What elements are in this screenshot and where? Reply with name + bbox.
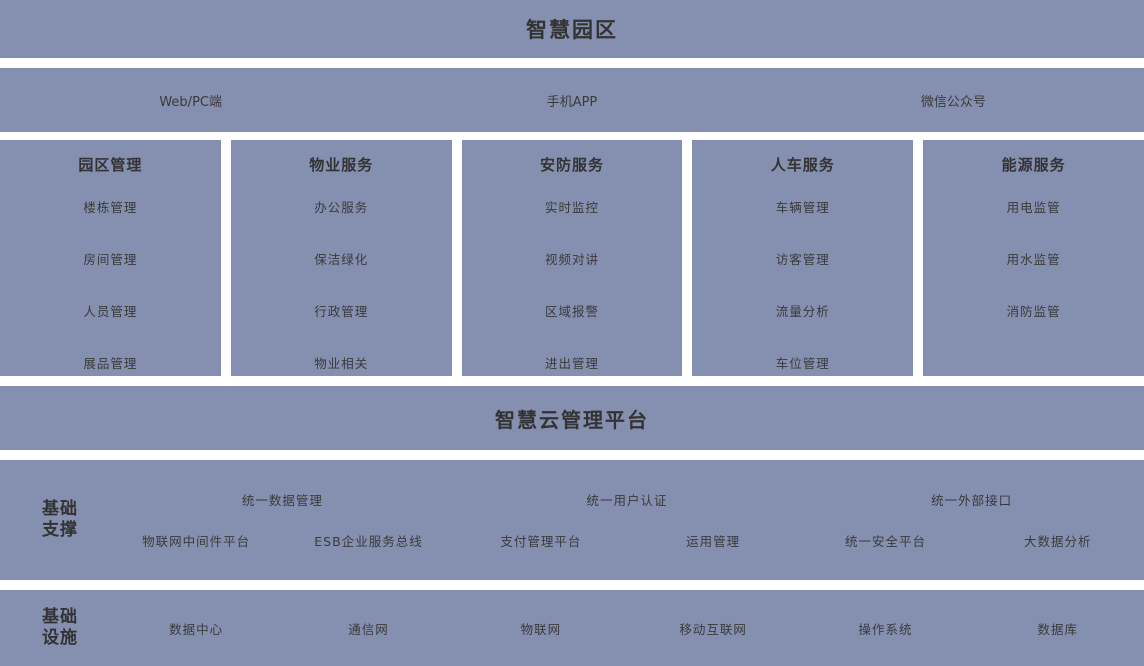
support-item-iot-middleware-platform[interactable]: 物联网中间件平台 [142, 534, 251, 549]
channels-band: Web/PC端 手机APP 微信公众号 [0, 68, 1144, 132]
card-item[interactable]: 用水监管 [1006, 252, 1061, 267]
card-item[interactable]: 办公服务 [314, 200, 369, 215]
basic-support-label: 基础支撑 [42, 499, 78, 540]
service-card-park-management[interactable]: 园区管理 楼栋管理 房间管理 人员管理 展品管理 [0, 140, 221, 376]
page-title: 智慧园区 [526, 18, 618, 42]
card-item[interactable]: 车位管理 [775, 356, 830, 371]
card-title: 安防服务 [539, 156, 604, 174]
infra-item-operating-system[interactable]: 操作系统 [858, 621, 913, 637]
title-band: 智慧园区 [0, 0, 1144, 58]
channel-item-wechat[interactable]: 微信公众号 [920, 94, 986, 110]
cloud-platform-band: 智慧云管理平台 [0, 386, 1144, 450]
support-item-esb-enterprise-service-bus[interactable]: ESB企业服务总线 [314, 534, 423, 549]
basic-support-row-bottom: 物联网中间件平台 ESB企业服务总线 支付管理平台 运用管理 统一安全平台 大数… [110, 531, 1144, 550]
basic-support-band: 基础支撑 统一数据管理 统一用户认证 统一外部接口 物联网中间件平台 ESB企业… [0, 460, 1144, 580]
card-item[interactable]: 视频对讲 [544, 252, 599, 267]
card-item[interactable]: 进出管理 [544, 356, 599, 371]
card-title: 园区管理 [78, 156, 143, 174]
infra-item-database[interactable]: 数据库 [1037, 621, 1079, 637]
card-item[interactable]: 展品管理 [83, 356, 138, 371]
card-item[interactable]: 访客管理 [775, 252, 830, 267]
support-item-unified-external-interface[interactable]: 统一外部接口 [931, 493, 1013, 508]
infrastructure-content: 数据中心 通信网 物联网 移动互联网 操作系统 数据库 [110, 590, 1144, 666]
channel-item-web[interactable]: Web/PC端 [159, 94, 222, 110]
card-item[interactable]: 物业相关 [314, 356, 369, 371]
card-item[interactable]: 车辆管理 [775, 200, 830, 215]
service-card-energy-service[interactable]: 能源服务 用电监管 用水监管 消防监管 [923, 140, 1144, 376]
card-item[interactable]: 房间管理 [83, 252, 138, 267]
cloud-platform-title: 智慧云管理平台 [495, 407, 649, 432]
support-item-unified-security-platform[interactable]: 统一安全平台 [844, 534, 926, 549]
infra-item-mobile-internet[interactable]: 移动互联网 [679, 621, 747, 637]
service-card-security-service[interactable]: 安防服务 实时监控 视频对讲 区域报警 进出管理 [461, 140, 683, 376]
card-title: 物业服务 [309, 156, 374, 174]
service-card-people-vehicle-service[interactable]: 人车服务 车辆管理 访客管理 流量分析 车位管理 [692, 140, 914, 376]
infra-item-iot[interactable]: 物联网 [520, 621, 562, 637]
service-cards-row: 园区管理 楼栋管理 房间管理 人员管理 展品管理 物业服务 办公服务 保洁绿化 … [0, 140, 1144, 376]
card-title: 能源服务 [1001, 156, 1066, 174]
support-item-application-management[interactable]: 运用管理 [686, 534, 741, 549]
card-item[interactable]: 楼栋管理 [83, 200, 138, 215]
support-item-big-data-analysis[interactable]: 大数据分析 [1024, 534, 1092, 549]
card-item[interactable]: 人员管理 [83, 304, 138, 319]
infra-item-communication-network[interactable]: 通信网 [348, 621, 389, 637]
support-item-unified-user-auth[interactable]: 统一用户认证 [586, 493, 668, 508]
support-item-unified-data-management[interactable]: 统一数据管理 [241, 493, 323, 508]
infrastructure-band: 基础设施 数据中心 通信网 物联网 移动互联网 操作系统 数据库 [0, 590, 1144, 666]
card-title: 人车服务 [770, 156, 835, 174]
service-card-property-service[interactable]: 物业服务 办公服务 保洁绿化 行政管理 物业相关 [230, 140, 452, 376]
card-item[interactable]: 行政管理 [314, 304, 369, 319]
card-item[interactable]: 用电监管 [1006, 200, 1061, 215]
card-item[interactable]: 消防监管 [1006, 304, 1061, 319]
infra-item-data-center[interactable]: 数据中心 [169, 621, 224, 637]
support-item-payment-management-platform[interactable]: 支付管理平台 [500, 534, 582, 549]
card-item[interactable]: 流量分析 [775, 304, 830, 319]
card-item[interactable]: 实时监控 [544, 200, 599, 215]
infrastructure-label: 基础设施 [42, 607, 78, 648]
channel-item-mobile-app[interactable]: 手机APP [546, 94, 598, 110]
card-item[interactable]: 区域报警 [544, 304, 599, 319]
basic-support-content: 统一数据管理 统一用户认证 统一外部接口 物联网中间件平台 ESB企业服务总线 … [110, 460, 1144, 580]
card-item[interactable]: 保洁绿化 [314, 252, 369, 267]
basic-support-row-top: 统一数据管理 统一用户认证 统一外部接口 [110, 490, 1144, 509]
